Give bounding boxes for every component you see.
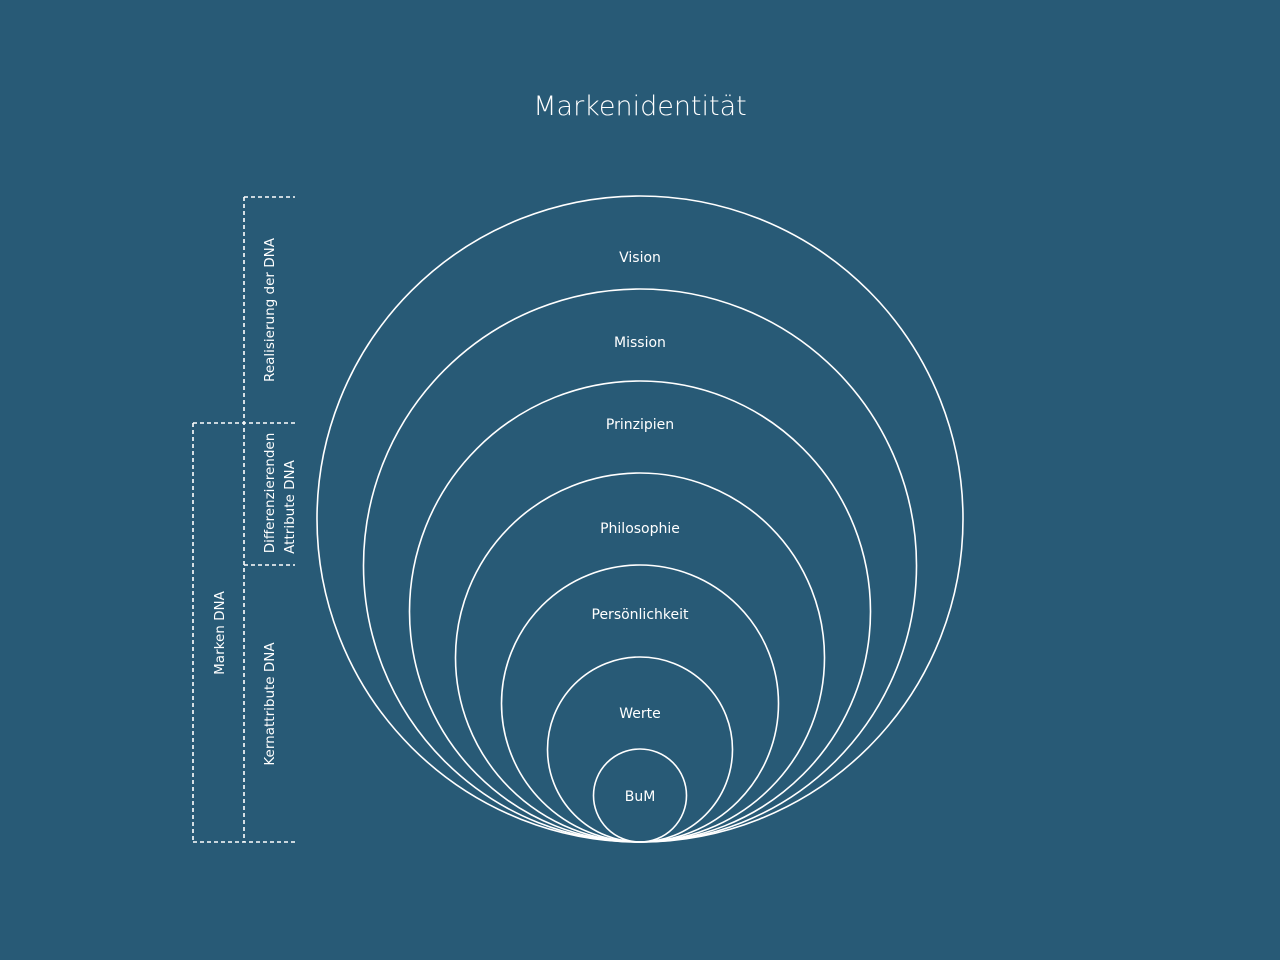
- bracket-label-differenzierend: Differenzierenden: [262, 433, 278, 554]
- diagram-title: Markenidentität: [533, 91, 747, 122]
- layer-label: Vision: [619, 250, 661, 266]
- brackets: [192, 196, 295, 843]
- bracket-label-realisierung: Realisierung der DNA: [262, 237, 278, 382]
- nested-circles: [316, 195, 964, 843]
- circle-bum: [592, 748, 688, 843]
- layer-label: BuM: [625, 789, 656, 805]
- circle-vision: [316, 195, 964, 843]
- layer-label: Persönlichkeit: [592, 607, 690, 623]
- layer-label: Mission: [614, 335, 666, 351]
- bracket-label-differenzierend: Attribute DNA: [282, 459, 298, 553]
- layer-label: Werte: [619, 706, 661, 722]
- bracket-label-kern: Kernattribute DNA: [262, 642, 278, 766]
- layer-label: Philosophie: [600, 521, 680, 537]
- bracket-label-marken: Marken DNA: [212, 590, 228, 674]
- layer-label: Prinzipien: [606, 417, 674, 433]
